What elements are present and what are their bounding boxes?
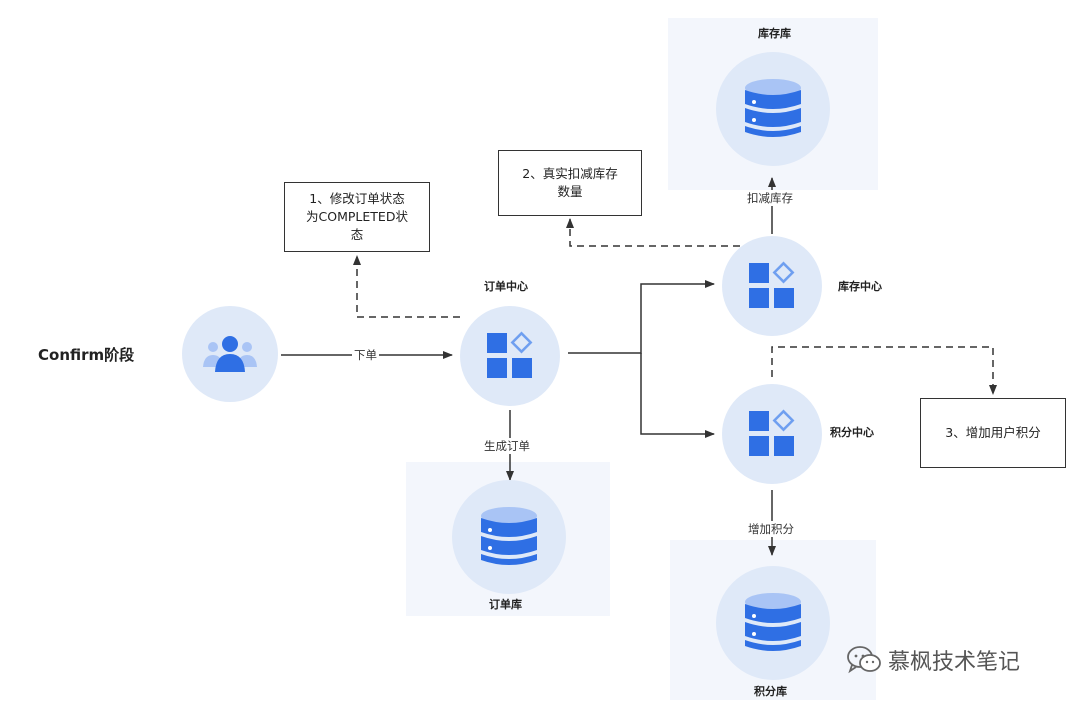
watermark: 慕枫技术笔记 — [846, 644, 1020, 676]
watermark-text: 慕枫技术笔记 — [888, 650, 1021, 675]
note-deduct-stock: 2、真实扣减库存 数量 — [498, 150, 642, 216]
points-db-title: 积分库 — [754, 685, 787, 698]
user-node — [182, 306, 278, 402]
database-icon — [745, 79, 801, 137]
stock-center-node — [722, 236, 822, 336]
stage-label: Confirm阶段 — [38, 346, 135, 364]
service-blocks-icon — [749, 261, 795, 308]
stock-db-node — [716, 52, 830, 166]
database-icon — [481, 507, 537, 565]
note1-line2: 为COMPLETED状 — [306, 209, 408, 224]
points-center-label: 积分中心 — [830, 426, 874, 439]
order-db-node — [452, 480, 566, 594]
service-blocks-icon — [487, 331, 533, 378]
note2-line2: 数量 — [557, 184, 583, 199]
dashed-edge-note2 — [566, 218, 740, 247]
order-db-title: 订单库 — [489, 598, 522, 611]
note1-line3: 态 — [350, 227, 364, 242]
points-db-node — [716, 566, 830, 680]
users-icon — [203, 336, 257, 372]
note-update-order-status: 1、修改订单状态 为COMPLETED状 态 — [284, 182, 430, 252]
order-center-node — [460, 306, 560, 406]
edge-to-points-center — [640, 353, 715, 438]
stock-center-label: 库存中心 — [838, 280, 882, 293]
stock-db-title: 库存库 — [758, 27, 791, 40]
edge-label-add-points: 增加积分 — [746, 521, 796, 537]
service-blocks-icon — [749, 409, 795, 456]
database-icon — [745, 593, 801, 651]
edge-label-place-order: 下单 — [352, 347, 379, 363]
dashed-edge-note1 — [353, 255, 460, 318]
wechat-icon — [847, 646, 881, 674]
note2-line1: 2、真实扣减库存 — [522, 166, 618, 181]
note3-text: 3、增加用户积分 — [945, 425, 1041, 440]
edge-to-stock-center — [568, 280, 715, 354]
order-center-label: 订单中心 — [484, 280, 528, 293]
note-add-user-points: 3、增加用户积分 — [920, 398, 1066, 468]
note1-line1: 1、修改订单状态 — [309, 191, 405, 206]
edge-label-deduct-stock: 扣减库存 — [745, 190, 795, 206]
points-center-node — [722, 384, 822, 484]
edge-label-create-order: 生成订单 — [482, 438, 532, 454]
dashed-edge-note3 — [771, 346, 997, 395]
